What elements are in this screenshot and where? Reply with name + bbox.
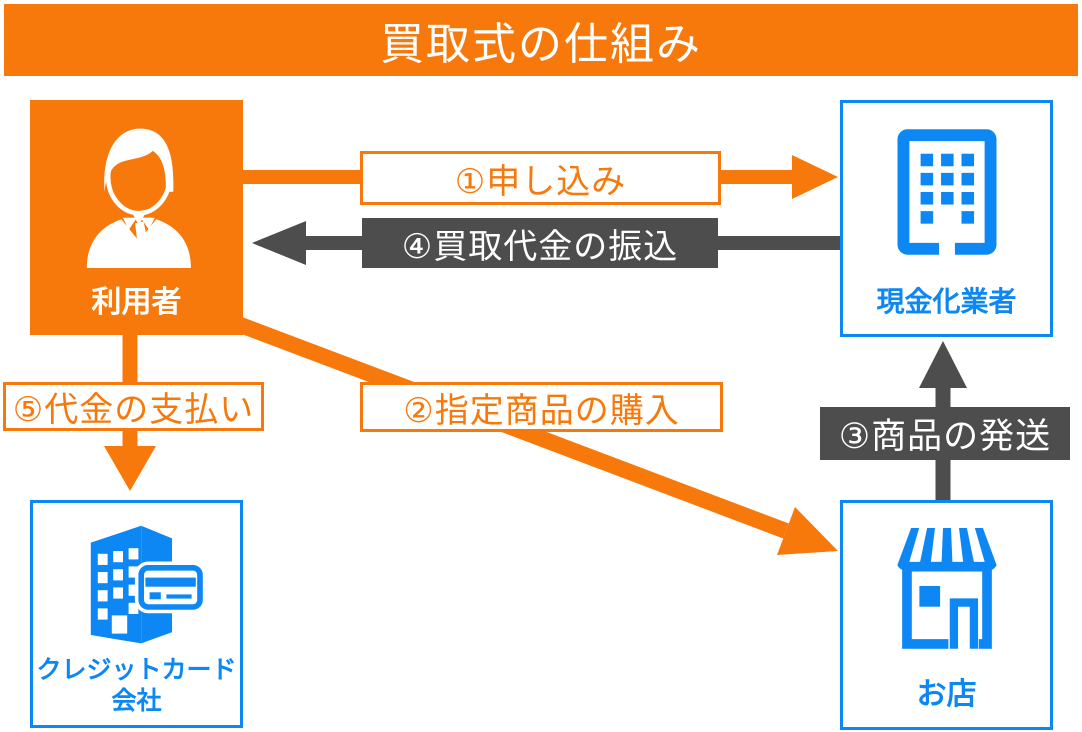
node-shop: お店	[840, 500, 1053, 730]
flow-label-purchase: ②指定商品の購入	[360, 382, 723, 432]
flow-label-transfer: ④買取代金の振込	[362, 218, 718, 268]
node-credit-card-company-label: クレジットカード会社	[36, 655, 237, 715]
node-user-label: 利用者	[91, 286, 182, 319]
office-building-icon	[897, 128, 996, 255]
office-building-icon-wrap	[843, 103, 1050, 280]
person-icon	[86, 128, 191, 268]
building-credit-card-icon	[90, 525, 206, 644]
page-title: 買取式の仕組み	[4, 4, 1078, 76]
flow-label-ship: ③商品の発送	[820, 407, 1070, 460]
node-cash-business-label: 現金化業者	[876, 286, 1017, 317]
node-user: 利用者	[30, 100, 243, 335]
person-icon-wrap	[30, 100, 243, 277]
flow-label-payment: ⑤代金の支払い	[3, 382, 264, 431]
store-icon-wrap	[843, 503, 1050, 669]
node-cash-business: 現金化業者	[840, 100, 1053, 337]
store-icon	[896, 528, 997, 650]
node-shop-label: お店	[916, 678, 977, 711]
purchase-arrow	[235, 316, 838, 555]
flow-label-apply: ①申し込み	[360, 151, 721, 205]
building-credit-card-icon-wrap	[33, 503, 240, 655]
node-credit-card-company: クレジットカード会社	[30, 500, 243, 728]
